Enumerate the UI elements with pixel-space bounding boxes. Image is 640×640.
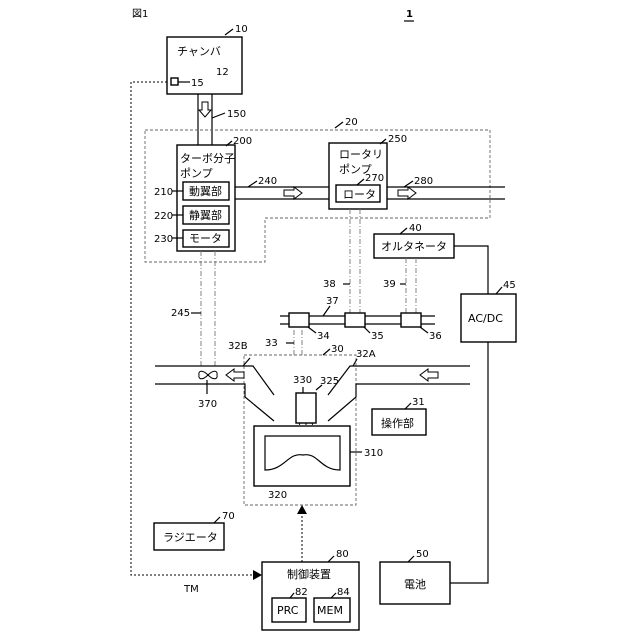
pulley-34 (289, 313, 309, 327)
moving-blade-label: 動翼部 (189, 184, 222, 198)
flow-arrow-down-icon (199, 102, 211, 117)
intake-32A-ref: 32A (356, 349, 376, 360)
chamber-inner-ref: 12 (216, 67, 229, 78)
leader-80 (328, 556, 334, 562)
intake-32A-top (328, 366, 470, 395)
belt-38-ref: 38 (323, 279, 336, 290)
sensor-15 (171, 78, 178, 85)
leader-40 (400, 228, 407, 234)
mem-label: MEM (317, 604, 343, 617)
exhaust-system-ref: 20 (345, 117, 358, 128)
leader-37 (323, 306, 330, 316)
mem-ref: 84 (337, 587, 350, 598)
fan-icon (199, 371, 217, 379)
figure-ref: 1 (406, 9, 413, 20)
fan-ref: 370 (198, 399, 217, 410)
wire-alternator-acdc (454, 246, 488, 294)
turbo-pump-line2: ポンプ (180, 167, 213, 180)
flow-arrow-left-icon (226, 369, 244, 381)
leader-150 (212, 113, 225, 118)
controller-label: 制御装置 (287, 567, 331, 581)
shaft-33-ref: 33 (265, 338, 278, 349)
leader-70 (214, 517, 220, 523)
battery-label: 電池 (404, 578, 426, 591)
radiator-ref: 70 (222, 511, 235, 522)
rotary-pump-ref: 250 (388, 134, 407, 145)
leader-50 (408, 556, 414, 562)
flow-arrow-right-icon (398, 187, 416, 199)
leader-31 (405, 403, 411, 409)
piston-ref: 330 (293, 375, 312, 386)
alternator-label: オルタネータ (381, 240, 447, 253)
pipe-240-ref: 240 (258, 176, 277, 187)
belt-39-ref: 39 (383, 279, 396, 290)
leader-36 (420, 327, 428, 333)
leader-34 (308, 327, 316, 333)
radiator-label: ラジエータ (163, 531, 218, 544)
leader-35 (364, 327, 370, 333)
leader-280 (404, 181, 413, 187)
operation-label: 操作部 (381, 416, 414, 430)
static-blade-label: 静翼部 (189, 208, 222, 222)
leader-20 (335, 122, 343, 128)
piston-330 (296, 393, 316, 423)
wire-acdc-battery (450, 342, 488, 583)
leader-240 (248, 181, 257, 187)
motor-label: モータ (189, 232, 222, 245)
pulley-36 (401, 313, 421, 327)
rotary-pump-line1: ロータリ (339, 148, 383, 161)
cylinder-ref: 310 (364, 448, 383, 459)
flow-arrow-left-icon (420, 369, 438, 381)
leader-10 (225, 29, 233, 35)
rotor-ref: 270 (365, 173, 384, 184)
injector-ref: 325 (320, 376, 339, 387)
turbo-pump-ref: 200 (233, 136, 252, 147)
figure-title: 図1 (132, 8, 148, 20)
acdc-ref: 45 (503, 280, 516, 291)
arrow-up-icon (297, 505, 307, 514)
chamber-label: チャンバ (177, 45, 221, 58)
prc-ref: 82 (295, 587, 308, 598)
alternator-ref: 40 (409, 223, 422, 234)
pulley-35-ref: 35 (371, 331, 384, 342)
leader-45 (496, 287, 502, 294)
belt-245-ref: 245 (171, 308, 190, 319)
chamber-ref: 10 (235, 24, 248, 35)
pulley-36-ref: 36 (429, 331, 442, 342)
pipe-280-ref: 280 (414, 176, 433, 187)
prc-label: PRC (277, 604, 299, 617)
sensor-ref: 15 (191, 78, 204, 89)
acdc-label: AC/DC (468, 312, 503, 325)
motor-ref: 230 (154, 234, 173, 245)
arrow-right-icon (253, 570, 262, 580)
controller-ref: 80 (336, 549, 349, 560)
tm-signal-label: TM (183, 584, 199, 595)
rotor-label: ロータ (343, 188, 376, 201)
battery-ref: 50 (416, 549, 429, 560)
flow-arrow-right-icon (284, 187, 302, 199)
pipe-150-ref: 150 (227, 109, 246, 120)
intake-32B-top (155, 366, 274, 395)
static-blade-ref: 220 (154, 211, 173, 222)
leader-30 (323, 349, 330, 355)
operation-ref: 31 (412, 397, 425, 408)
cylinder-310 (254, 426, 350, 486)
intake-32B-ref: 32B (228, 341, 248, 352)
engine-ref: 30 (331, 344, 344, 355)
pulley-35 (345, 313, 365, 327)
crank-ref: 320 (268, 490, 287, 501)
pulley-34-ref: 34 (317, 331, 330, 342)
turbo-pump-line1: ターボ分子 (180, 152, 235, 165)
moving-blade-ref: 210 (154, 187, 173, 198)
shaft-37-ref: 37 (326, 296, 339, 307)
